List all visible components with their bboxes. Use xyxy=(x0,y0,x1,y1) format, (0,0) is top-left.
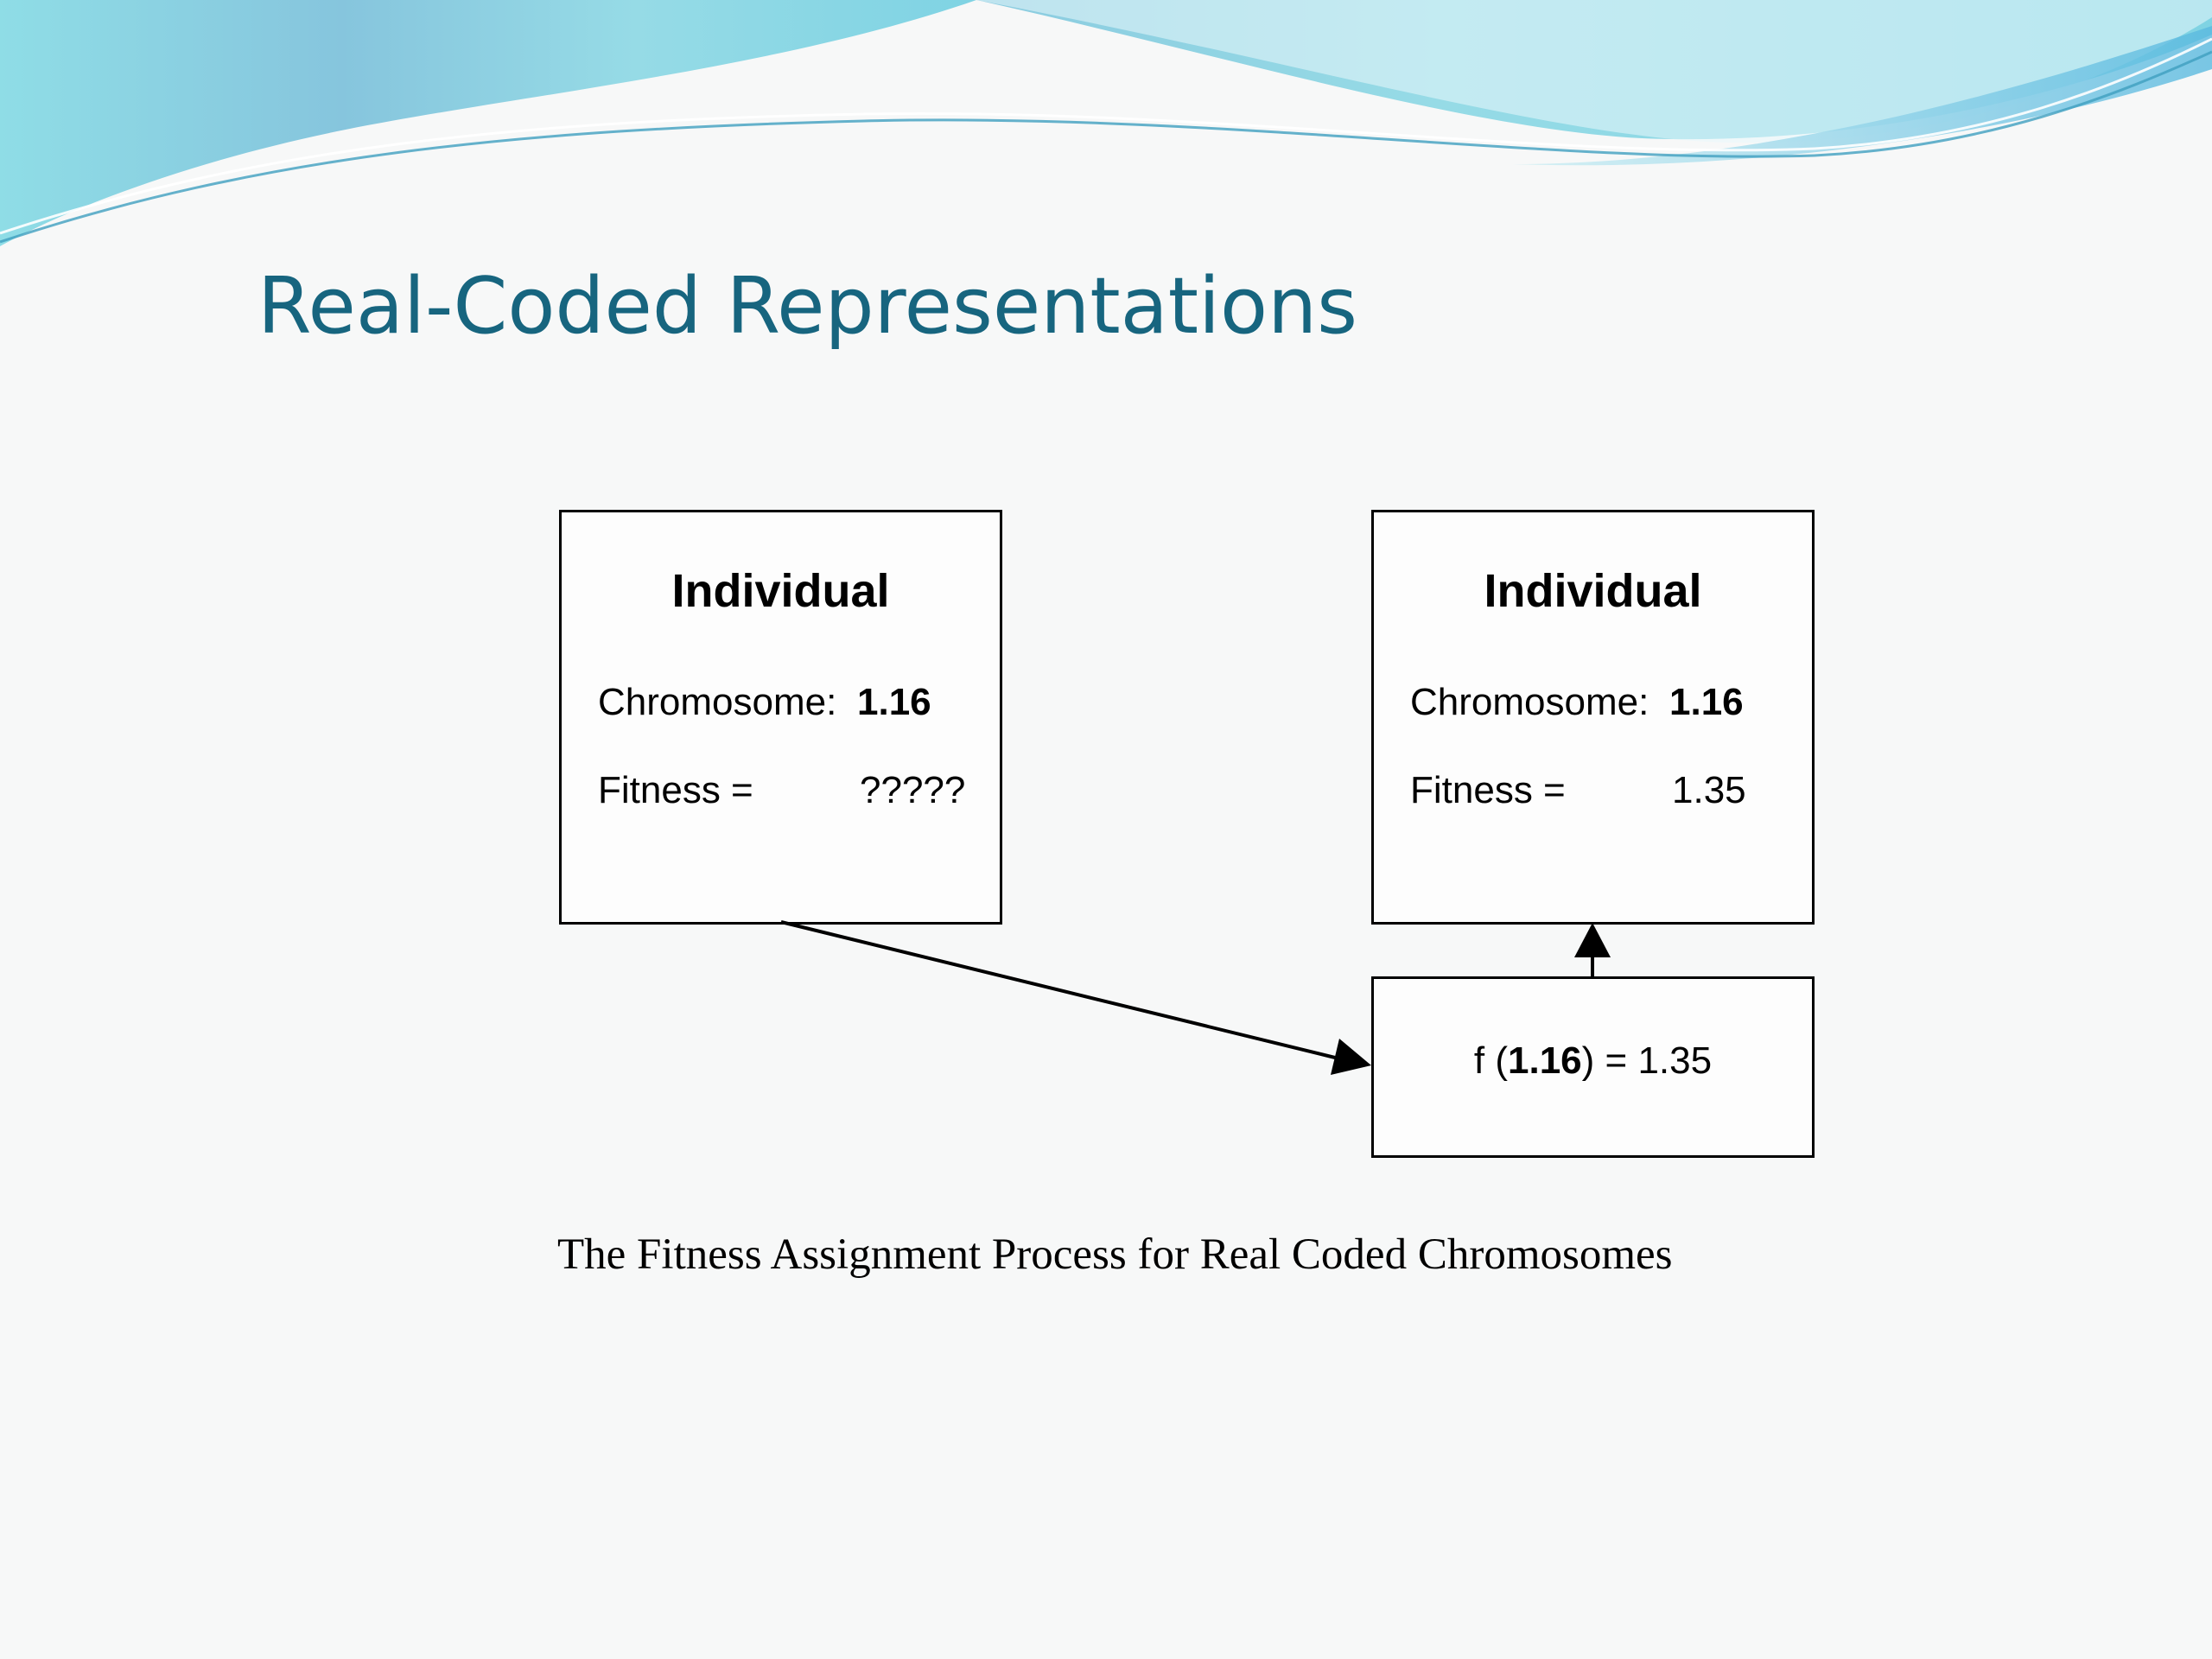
diagram-caption: The Fitness Assignment Process for Real … xyxy=(557,1230,1673,1280)
function-argument: 1.16 xyxy=(1508,1039,1582,1082)
fitness-function-expression: f (1.16) = 1.35 xyxy=(1374,1039,1812,1083)
header-wave-decoration xyxy=(0,0,2212,276)
right-fitness-value: 1.35 xyxy=(1672,769,1746,812)
function-result: ) = 1.35 xyxy=(1582,1039,1712,1082)
right-individual-box: Individual Chromosome: 1.16 Fitness = 1.… xyxy=(1371,510,1815,925)
arrowhead-into-function-box xyxy=(1331,1039,1371,1075)
left-chromosome-label: Chromosome: xyxy=(598,681,836,724)
right-chromosome-label: Chromosome: xyxy=(1410,681,1649,724)
arrow-individual-to-function xyxy=(781,922,1335,1058)
arrowhead-into-right-individual xyxy=(1574,923,1611,957)
fitness-function-box: f (1.16) = 1.35 xyxy=(1371,976,1815,1158)
left-individual-heading: Individual xyxy=(562,564,1000,618)
left-individual-box: Individual Chromosome: 1.16 Fitness = ??… xyxy=(559,510,1002,925)
left-chromosome-value: 1.16 xyxy=(857,681,931,724)
function-prefix: f ( xyxy=(1474,1039,1508,1082)
slide-title: Real-Coded Representations xyxy=(257,264,1357,349)
right-fitness-label: Fitness = xyxy=(1410,769,1566,812)
right-chromosome-value: 1.16 xyxy=(1669,681,1744,724)
left-fitness-label: Fitness = xyxy=(598,769,753,812)
right-individual-heading: Individual xyxy=(1374,564,1812,618)
left-fitness-value: ????? xyxy=(860,769,965,812)
